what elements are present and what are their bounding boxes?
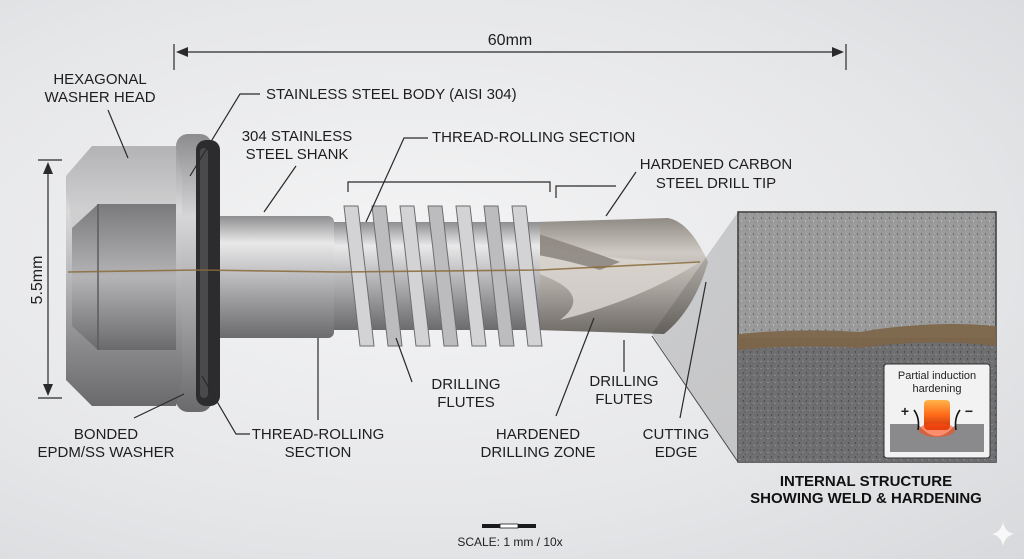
screw <box>66 134 708 412</box>
label-drill-zone-1: HARDENED <box>496 426 580 443</box>
label-flutes-2b: FLUTES <box>595 391 653 408</box>
label-drill-tip-2: STEEL DRILL TIP <box>656 175 776 192</box>
thread-ridge <box>483 205 515 347</box>
scale-bar: SCALE: 1 mm / 10x <box>457 523 563 549</box>
length-dimension: 60mm <box>173 32 847 70</box>
thread-ridge <box>511 205 543 347</box>
label-cutting-edge-1: CUTTING <box>643 426 710 443</box>
sparkle-icon <box>992 522 1014 546</box>
leader-lines <box>107 93 707 435</box>
diameter-dimension: 5.5mm <box>29 159 62 399</box>
scale-text: SCALE: 1 mm / 10x <box>457 535 562 549</box>
thread-ridges <box>343 205 543 347</box>
thread-ridge <box>399 205 431 347</box>
detail-title-line2: hardening <box>913 383 962 395</box>
length-label: 60mm <box>488 32 532 49</box>
label-body: STAINLESS STEEL BODY (AISI 304) <box>266 86 517 103</box>
label-hex-head-1: HEXAGONAL <box>53 71 146 88</box>
label-thread-top: THREAD-ROLLING SECTION <box>432 129 635 146</box>
label-drill-zone-2: DRILLING ZONE <box>480 444 595 461</box>
label-washer-1: BONDED <box>74 426 138 443</box>
weld-seam <box>738 324 996 350</box>
hex-head <box>66 146 182 406</box>
label-cutting-edge-2: EDGE <box>655 444 698 461</box>
minus-sign: − <box>965 403 973 419</box>
label-thread-bottom-1: THREAD-ROLLING <box>252 426 385 443</box>
washer <box>176 134 220 412</box>
label-flutes-2a: DRILLING <box>589 373 658 390</box>
thread-ridge <box>343 205 375 347</box>
label-washer-2: EPDM/SS WASHER <box>38 444 175 461</box>
weld-line <box>67 261 701 273</box>
hardening-detail: Partial induction hardening + − <box>883 363 991 459</box>
labels: HEXAGONAL WASHER HEAD STAINLESS STEEL BO… <box>38 71 793 461</box>
label-flutes-1b: FLUTES <box>437 394 495 411</box>
detail-title-line1: Partial induction <box>898 370 976 382</box>
diameter-label: 5.5mm <box>29 256 46 305</box>
label-flutes-1a: DRILLING <box>431 376 500 393</box>
label-drill-tip-1: HARDENED CARBON <box>640 156 793 173</box>
plus-sign: + <box>901 403 909 419</box>
label-shank-2: STEEL SHANK <box>246 146 349 163</box>
inset-caption-line2: SHOWING WELD & HARDENING <box>750 490 982 507</box>
inset-caption-line1: INTERNAL STRUCTURE <box>780 473 952 490</box>
shank <box>210 216 334 338</box>
label-shank-1: 304 STAINLESS <box>242 128 353 145</box>
label-thread-bottom-2: SECTION <box>285 444 352 461</box>
label-hex-head-2: WASHER HEAD <box>44 89 155 106</box>
thread-ridge <box>455 205 487 347</box>
thread-ridge <box>427 205 459 347</box>
thread-ridge <box>371 205 403 347</box>
